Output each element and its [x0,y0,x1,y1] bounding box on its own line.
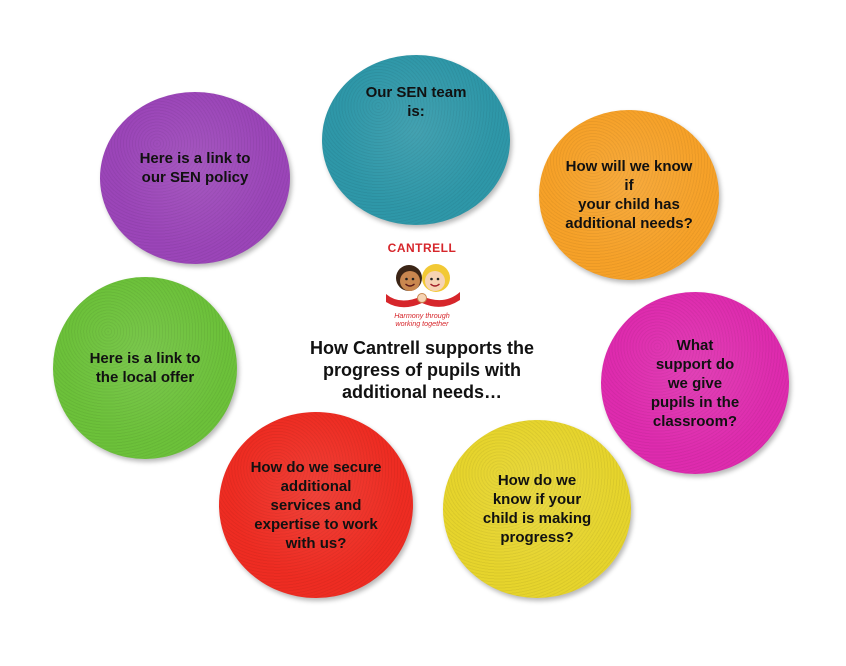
cantrell-logo: CANTRELL Harmony through working togethe… [386,241,460,328]
child-right-icon [422,264,450,292]
circle-child-progress-label: How do we know if your child is making p… [482,472,592,546]
circle-classroom-support-label: What support do we give pupils in the cl… [650,336,740,430]
circle-additional-services[interactable]: How do we secure additional services and… [219,412,413,598]
logo-tagline-line1: Harmony through [394,311,450,320]
center-title: How Cantrell supports the progress of pu… [309,338,534,402]
circle-additional-services-label: How do we secure additional services and… [250,458,382,552]
circle-sen-team[interactable]: Our SEN team is: [322,55,510,225]
circle-classroom-support[interactable]: What support do we give pupils in the cl… [601,292,789,474]
circle-sen-policy-link[interactable]: Here is a link to our SEN policy [100,92,290,264]
circle-child-progress[interactable]: How do we know if your child is making p… [443,420,631,598]
circle-local-offer-label: Here is a link to the local offer [89,350,201,386]
child-left-icon [396,265,422,291]
circle-local-offer-link[interactable]: Here is a link to the local offer [53,277,237,459]
circle-identify-needs[interactable]: How will we know if your child has addit… [539,110,719,280]
logo-tagline-line2: working together [395,319,449,328]
circle-identify-needs-label: How will we know if your child has addit… [565,158,693,232]
circle-sen-policy-label: Here is a link to our SEN policy [139,150,251,186]
circle-sen-team-label: Our SEN team is: [365,84,467,120]
logo-name: CANTRELL [388,241,457,255]
